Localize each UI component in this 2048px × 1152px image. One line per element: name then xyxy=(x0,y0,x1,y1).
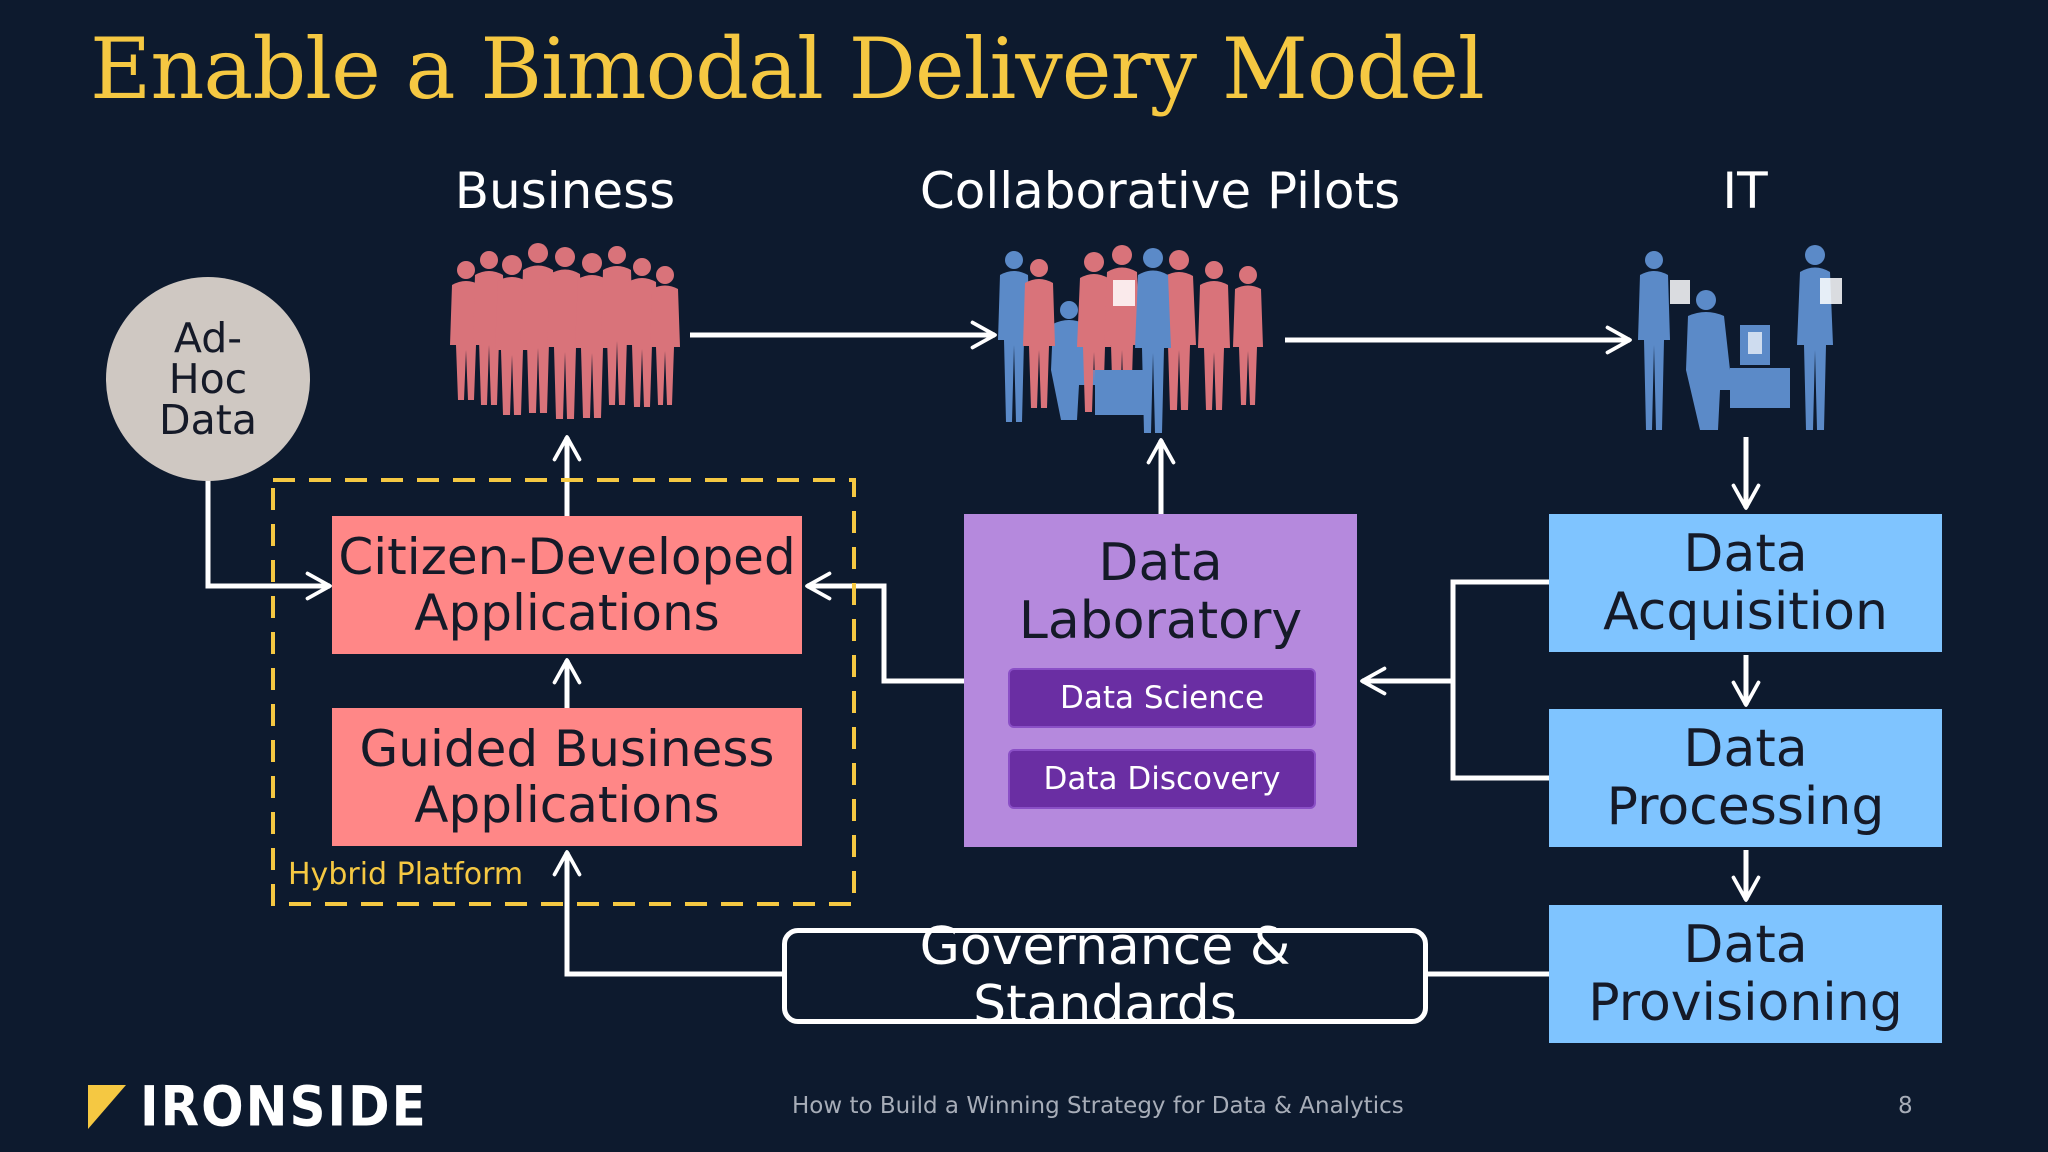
collaborative-pilots-heading: Collaborative Pilots xyxy=(919,162,1401,220)
line-acquisition-bracket xyxy=(1450,579,1549,781)
it-people-icon xyxy=(1638,245,1842,430)
page-number: 8 xyxy=(1898,1093,1913,1119)
provisioning-line1: Data xyxy=(1683,914,1808,975)
data-laboratory-box: Data Laboratory Data Science Data Discov… xyxy=(964,514,1357,847)
citizen-developed-applications-box: Citizen-Developed Applications xyxy=(332,516,802,654)
data-acquisition-box: Data Acquisition xyxy=(1549,514,1942,652)
footer-subtitle: How to Build a Winning Strategy for Data… xyxy=(792,1093,1404,1119)
provisioning-line2: Provisioning xyxy=(1588,973,1903,1033)
arrow-adhoc-to-citizen xyxy=(205,480,332,601)
guided-line1: Guided Business xyxy=(359,720,775,778)
data-processing-box: Data Processing xyxy=(1549,709,1942,847)
arrow-lab-to-citizen xyxy=(805,571,964,684)
adhoc-data-node: Ad- Hoc Data xyxy=(106,277,310,481)
it-heading: IT xyxy=(1722,162,1768,220)
data-discovery-chip: Data Discovery xyxy=(1008,749,1316,809)
ironside-logo-icon xyxy=(88,1085,126,1129)
data-provisioning-box: Data Provisioning xyxy=(1549,905,1942,1043)
hybrid-platform-label: Hybrid Platform xyxy=(288,857,524,892)
hybrid-platform-border xyxy=(271,478,856,906)
acquisition-line1: Data xyxy=(1683,523,1808,584)
governance-standards-box: Governance & Standards xyxy=(782,918,1428,1034)
arrow-governance-to-guided xyxy=(552,850,782,977)
company-name: IRONSIDE xyxy=(140,1075,428,1139)
business-people-icon xyxy=(450,243,680,419)
lab-line1: Data xyxy=(1098,532,1223,593)
guided-business-applications-box: Guided Business Applications xyxy=(332,708,802,846)
slide-title: Enable a Bimodal Delivery Model xyxy=(90,20,1485,118)
lab-line2: Laboratory xyxy=(1018,591,1303,651)
data-science-chip: Data Science xyxy=(1008,668,1316,728)
business-heading: Business xyxy=(454,162,676,220)
processing-line1: Data xyxy=(1683,718,1808,779)
citizen-line2: Applications xyxy=(414,584,720,642)
collaborative-people-icon xyxy=(998,245,1263,433)
citizen-line1: Citizen-Developed xyxy=(338,528,796,586)
acquisition-line2: Acquisition xyxy=(1603,582,1888,642)
adhoc-line1: Ad- xyxy=(173,313,243,362)
ironside-logo: IRONSIDE xyxy=(88,1075,428,1139)
adhoc-line2: Hoc xyxy=(168,354,248,403)
guided-line2: Applications xyxy=(414,776,720,834)
processing-line2: Processing xyxy=(1606,777,1885,837)
adhoc-line3: Data xyxy=(159,395,257,444)
